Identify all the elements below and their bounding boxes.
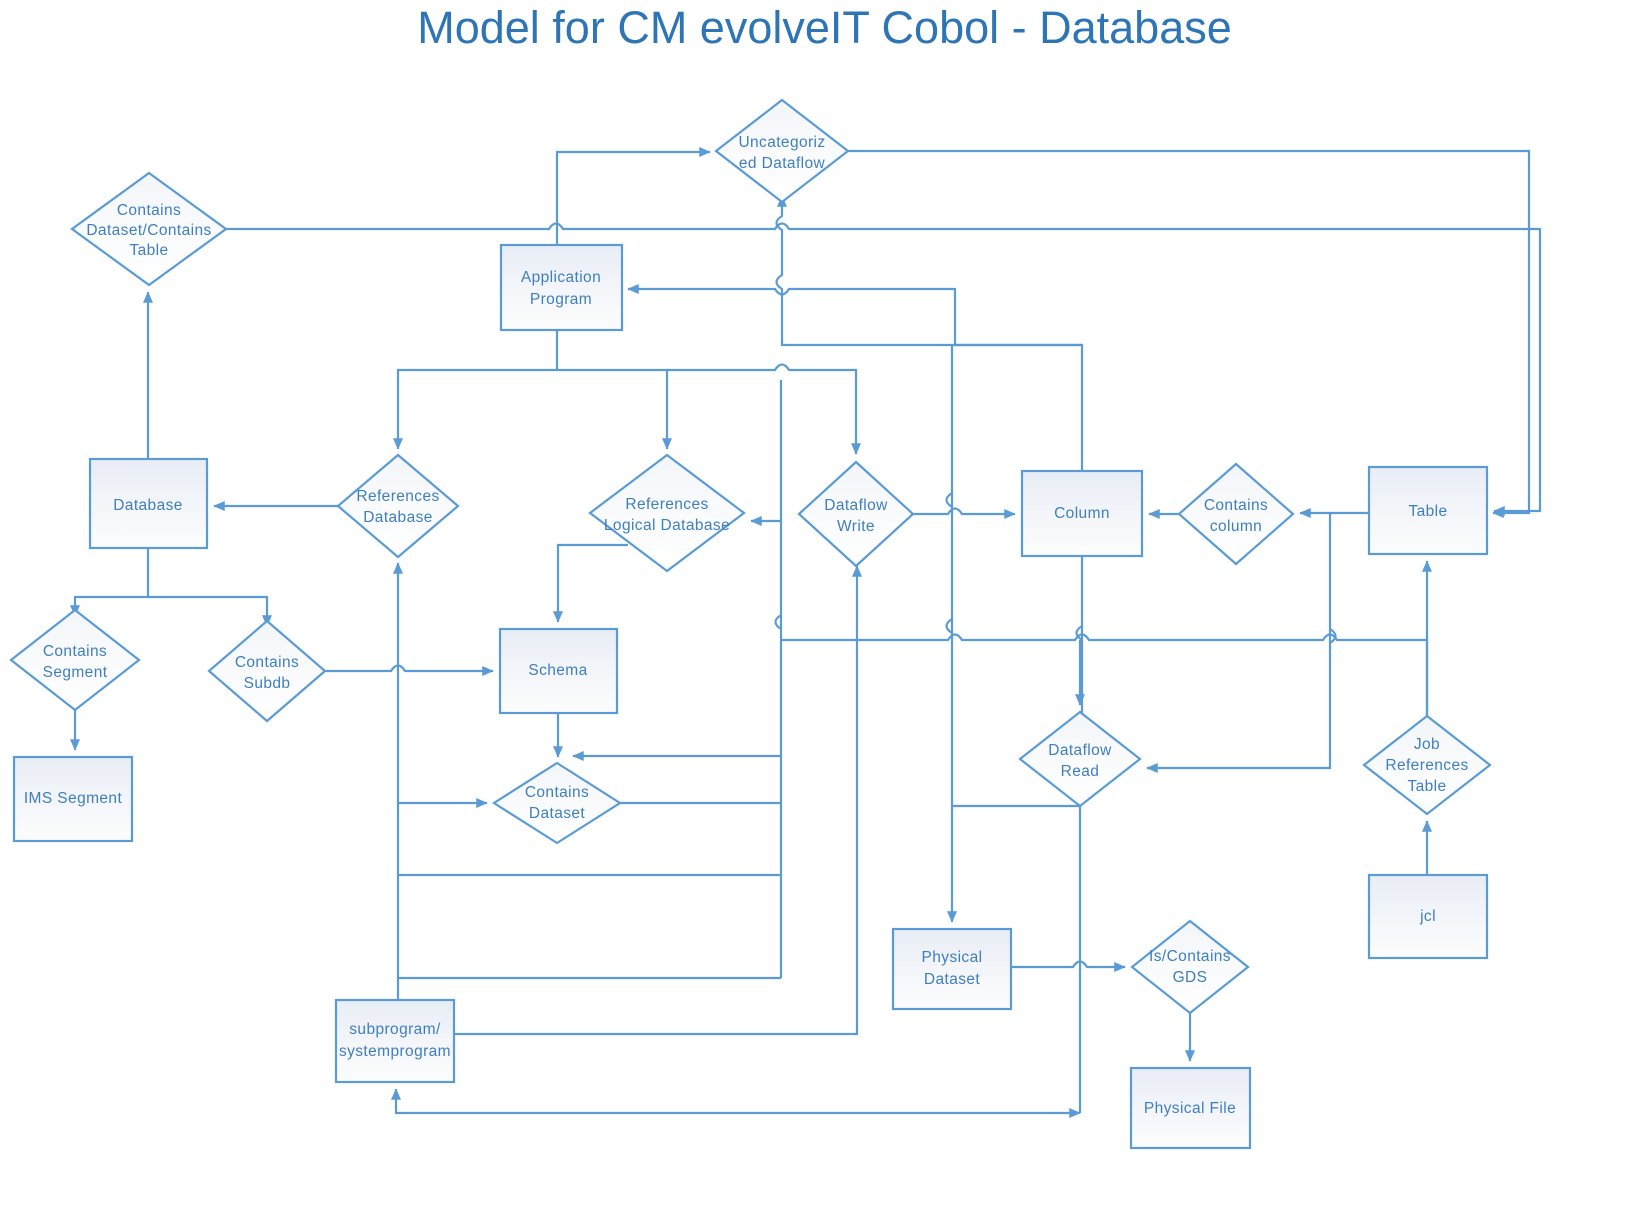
node-label-ims-segment: IMS Segment [24, 790, 123, 807]
connector-vertical-rail-952 [945, 345, 954, 806]
rel-references-logical-database[interactable]: References Logical Database [588, 453, 746, 573]
connector-application-program-to-dataflow-write [667, 363, 862, 455]
rel-label-dataflow-write-2: Write [837, 518, 875, 535]
connector-dataflow-write-to-column [913, 507, 1016, 520]
rel-label-contains-dataset-2: Dataset [529, 805, 586, 822]
connector-column-to-application-program [627, 283, 1082, 347]
node-subprogram-systemprogram[interactable]: subprogram/ systemprogram [334, 998, 456, 1084]
rel-label-uncategorized-dataflow-2: ed Dataflow [739, 155, 826, 172]
rel-label-contains-column-2: column [1210, 518, 1262, 535]
rel-label-contains-column: Contains [1204, 497, 1268, 514]
rel-label-references-database-2: Database [363, 509, 433, 526]
connector-layer [69, 146, 1542, 1115]
connector-application-program-to-references-database [392, 330, 559, 450]
rel-label-contains-subdb-2: Subdb [244, 675, 291, 692]
rel-contains-subdb[interactable]: Contains Subdb [207, 619, 327, 723]
connector-dataflow-read-to-subprogram [390, 1088, 1080, 1115]
rel-contains-segment[interactable]: Contains Segment [9, 608, 141, 712]
rel-contains-dataset-contains-table[interactable]: Contains Dataset/Contains Table [70, 171, 228, 287]
rel-job-references-table[interactable]: Job References Table [1362, 714, 1492, 816]
rel-label-job-references-table-2: References [1385, 757, 1468, 774]
rel-label-references-database: References [356, 488, 439, 505]
connector-uncategorized-dataflow-to-table [848, 149, 1531, 519]
node-label-database: Database [113, 497, 183, 514]
rel-label-contains-dataset: Contains [525, 784, 589, 801]
rel-dataflow-read[interactable]: Dataflow Read [1018, 710, 1142, 808]
node-ims-segment[interactable]: IMS Segment [12, 755, 134, 843]
connector-rail-y640 [781, 633, 1429, 716]
rel-label-dataflow-write: Dataflow [824, 497, 888, 514]
connector-application-program-to-references-logical-database [557, 368, 673, 450]
connector-database-to-contains-segment [69, 548, 150, 617]
rel-label-is-contains-gds: Is/Contains [1149, 948, 1231, 965]
node-application-program[interactable]: Application Program [499, 243, 624, 332]
rel-label-is-contains-gds-2: GDS [1173, 969, 1208, 986]
node-column[interactable]: Column [1020, 469, 1144, 558]
node-table[interactable]: Table [1367, 465, 1489, 556]
node-label-physical-dataset-2: Dataset [924, 971, 981, 988]
node-label-physical-file: Physical File [1144, 1100, 1236, 1117]
node-database[interactable]: Database [88, 457, 209, 550]
rel-label-contains-segment: Contains [43, 643, 107, 660]
rel-label-contains-subdb: Contains [235, 654, 299, 671]
rel-is-contains-gds[interactable]: Is/Contains GDS [1130, 919, 1250, 1015]
rel-label-job-references-table-3: Table [1407, 778, 1446, 795]
page-title: Model for CM evolveIT Cobol - Database [417, 2, 1232, 53]
connector-column-to-uncategorized-dataflow [775, 195, 1084, 471]
rel-dataflow-write[interactable]: Dataflow Write [797, 460, 915, 568]
node-label-table: Table [1408, 503, 1447, 520]
rel-label-dataflow-read-2: Read [1061, 763, 1100, 780]
node-physical-file[interactable]: Physical File [1129, 1066, 1252, 1150]
node-label-schema: Schema [528, 662, 587, 679]
connector-references-logical-database-to-schema [552, 543, 628, 623]
connector-physical-dataset-to-is-contains-gds [1011, 960, 1126, 973]
node-label-column: Column [1054, 505, 1110, 522]
connector-contains-dataset-contains-table-to-table [226, 222, 1542, 517]
rel-label-references-logical-database-2: Logical Database [604, 517, 730, 534]
rel-uncategorized-dataflow[interactable]: Uncategoriz ed Dataflow [714, 98, 850, 204]
connector-contains-subdb-to-schema [325, 664, 494, 677]
node-label-application-program-2: Program [530, 291, 592, 308]
node-label-subprogram-systemprogram-2: systemprogram [339, 1043, 451, 1060]
node-schema[interactable]: Schema [498, 627, 619, 715]
rel-references-database[interactable]: References Database [336, 453, 460, 559]
rel-label-references-logical-database: References [625, 496, 708, 513]
node-jcl[interactable]: jcl [1367, 873, 1489, 960]
connector-subprogram-to-dataflow-write [454, 565, 863, 1036]
node-physical-dataset[interactable]: Physical Dataset [891, 927, 1013, 1011]
rel-contains-dataset[interactable]: Contains Dataset [491, 761, 623, 845]
rel-label-uncategorized-dataflow: Uncategoriz [738, 134, 825, 151]
rel-label-contains-dataset-contains-table: Contains [117, 202, 181, 219]
shape-layer: Application Program Database IMS Segment… [9, 98, 1492, 1150]
node-label-physical-dataset: Physical [922, 949, 983, 966]
rel-contains-column[interactable]: Contains column [1177, 462, 1295, 566]
node-label-application-program: Application [521, 269, 601, 286]
rel-label-contains-dataset-contains-table-2: Dataset/Contains [86, 222, 211, 239]
rel-label-contains-dataset-contains-table-3: Table [129, 242, 168, 259]
node-label-subprogram-systemprogram: subprogram/ [349, 1021, 441, 1038]
connector-database-to-contains-subdb [148, 595, 273, 627]
rel-label-job-references-table: Job [1414, 736, 1440, 753]
connector-vertical-rail-781 [774, 380, 783, 978]
connector-dataflow-read-left-rail [946, 804, 1080, 923]
node-label-jcl: jcl [1419, 908, 1436, 925]
connector-application-program-to-uncategorized-dataflow [555, 146, 711, 245]
rel-label-dataflow-read: Dataflow [1048, 742, 1112, 759]
rel-label-contains-segment-2: Segment [43, 664, 108, 681]
